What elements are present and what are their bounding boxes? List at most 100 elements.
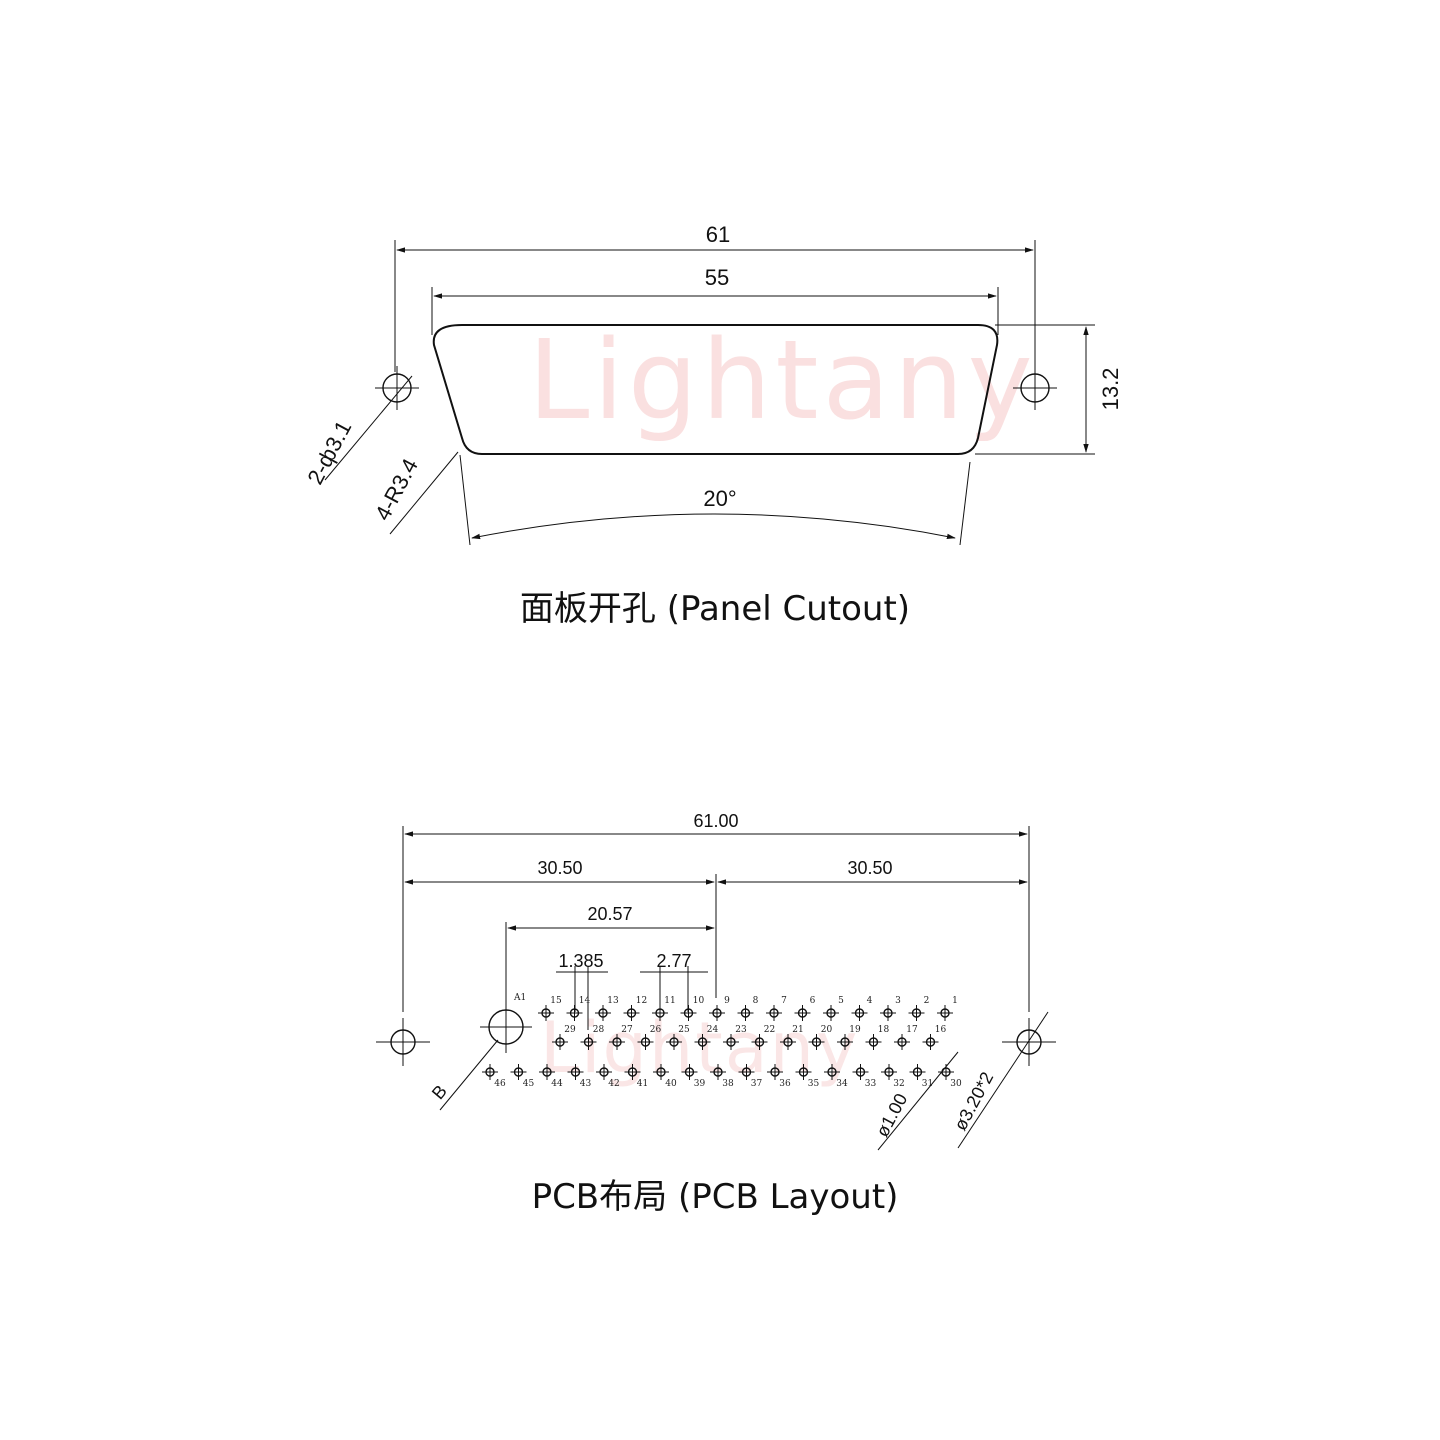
pin-4: 4 xyxy=(851,996,873,1021)
pin-37: 37 xyxy=(738,1064,763,1089)
pin-number-label: 27 xyxy=(621,1025,633,1035)
pin-number-label: 18 xyxy=(878,1025,890,1035)
pin-10: 10 xyxy=(680,996,705,1021)
pin-number-label: 44 xyxy=(551,1079,563,1089)
pin-11: 11 xyxy=(652,996,676,1021)
dim-label-61: 61 xyxy=(706,222,730,247)
watermark-text: Lightany xyxy=(528,316,1037,444)
dim-label-2-77: 2.77 xyxy=(656,951,691,971)
dim-label-61-00: 61.00 xyxy=(693,811,738,831)
pin-3: 3 xyxy=(880,996,901,1021)
callout-label-radius: 4-R3.4 xyxy=(370,454,423,524)
pin-number-label: 39 xyxy=(694,1079,706,1089)
pcb-layout-drawing: Lightany 61.00 30.50 30.50 20.57 1.385 2… xyxy=(376,811,1056,1217)
dim-label-30-50-right: 30.50 xyxy=(847,858,892,878)
pin-38: 38 xyxy=(710,1064,734,1089)
panel-mount-hole-right xyxy=(1013,366,1057,410)
pin-number-label: 17 xyxy=(906,1025,918,1035)
pin-number-label: 34 xyxy=(836,1079,848,1089)
pin-22: 22 xyxy=(751,1025,775,1050)
pcb-mount-hole-left xyxy=(376,1018,430,1066)
pin-29: 29 xyxy=(552,1025,576,1050)
pin-number-label: 23 xyxy=(735,1025,747,1035)
pin-number-label: 37 xyxy=(751,1079,763,1089)
pin-46: 46 xyxy=(482,1064,506,1089)
pin-number-label: 10 xyxy=(693,996,705,1006)
pin-number-label: 16 xyxy=(935,1025,947,1035)
pcb-layout-caption: PCB布局 (PCB Layout) xyxy=(532,1177,899,1217)
label-a1: A1 xyxy=(513,993,526,1003)
pin-number-label: 4 xyxy=(867,996,873,1006)
pin-number-label: 32 xyxy=(893,1079,904,1089)
pin-41: 41 xyxy=(624,1064,648,1089)
pin-8: 8 xyxy=(737,996,759,1021)
pin-number-label: 21 xyxy=(792,1025,803,1035)
angle-arc-20 xyxy=(471,513,956,540)
pin-25: 25 xyxy=(666,1025,690,1050)
pin-35: 35 xyxy=(795,1064,820,1089)
pin-13: 13 xyxy=(595,996,619,1021)
pin-number-label: 31 xyxy=(922,1079,933,1089)
pin-32: 32 xyxy=(881,1064,905,1089)
pin-44: 44 xyxy=(539,1064,563,1089)
pin-number-label: 28 xyxy=(593,1025,605,1035)
pin-number-label: 45 xyxy=(523,1079,535,1089)
pin-number-label: 19 xyxy=(849,1025,861,1035)
pin-number-label: 22 xyxy=(764,1025,775,1035)
pin-number-label: 2 xyxy=(924,996,930,1006)
pin-9: 9 xyxy=(709,996,730,1021)
callout-leader-b xyxy=(439,1039,499,1111)
dim-label-55: 55 xyxy=(705,265,729,290)
pin-number-label: 11 xyxy=(664,996,675,1006)
pin-28: 28 xyxy=(580,1025,605,1050)
pin-number-label: 7 xyxy=(781,996,787,1006)
pin-18: 18 xyxy=(865,1025,890,1050)
panel-cutout-caption: 面板开孔 (Panel Cutout) xyxy=(520,589,910,629)
panel-mount-hole-left xyxy=(375,366,419,410)
pin-number-label: 30 xyxy=(950,1079,962,1089)
pin-number-label: 26 xyxy=(650,1025,662,1035)
pin-number-label: 15 xyxy=(550,996,562,1006)
pin-12: 12 xyxy=(623,996,647,1021)
pin-34: 34 xyxy=(824,1064,848,1089)
pin-26: 26 xyxy=(637,1025,662,1050)
pin-number-label: 8 xyxy=(753,996,759,1006)
pin-number-label: 41 xyxy=(637,1079,648,1089)
dim-label-20-57: 20.57 xyxy=(587,904,632,924)
pin-2: 2 xyxy=(908,996,930,1021)
pin-number-label: 35 xyxy=(808,1079,820,1089)
pin-5: 5 xyxy=(823,996,844,1021)
panel-cutout-drawing: Lightany 61 55 13.2 2 xyxy=(302,222,1123,629)
pin-number-label: 43 xyxy=(580,1079,592,1089)
pin-number-label: 20 xyxy=(821,1025,833,1035)
pin-24: 24 xyxy=(694,1025,718,1050)
pin-number-label: 29 xyxy=(564,1025,576,1035)
pin-19: 19 xyxy=(837,1025,861,1050)
callout-leader-radius xyxy=(389,451,459,535)
dim-label-13-2: 13.2 xyxy=(1098,368,1123,411)
pin-23: 23 xyxy=(723,1025,747,1050)
pin-39: 39 xyxy=(681,1064,706,1089)
dim-label-30-50-left: 30.50 xyxy=(537,858,582,878)
pin-30: 30 xyxy=(938,1064,962,1089)
pin-45: 45 xyxy=(510,1064,535,1089)
callout-leader-mount xyxy=(957,1011,1049,1149)
pin-17: 17 xyxy=(894,1025,918,1050)
pin-number-label: 6 xyxy=(810,996,816,1006)
pin-number-label: 9 xyxy=(724,996,730,1006)
pin-number-label: 40 xyxy=(665,1079,677,1089)
pin-number-label: 25 xyxy=(678,1025,690,1035)
callout-label-pin: ø1.00 xyxy=(872,1090,911,1140)
dim-label-1-385: 1.385 xyxy=(558,951,603,971)
pin-20: 20 xyxy=(808,1025,833,1050)
pin-number-label: 3 xyxy=(895,996,901,1006)
callout-leader-pin xyxy=(877,1051,959,1151)
callout-leader-holes xyxy=(324,375,413,481)
pin-number-label: 1 xyxy=(952,996,958,1006)
pin-number-label: 33 xyxy=(865,1079,877,1089)
pin-40: 40 xyxy=(653,1064,677,1089)
pin-36: 36 xyxy=(767,1064,791,1089)
pin-number-label: 14 xyxy=(579,996,591,1006)
